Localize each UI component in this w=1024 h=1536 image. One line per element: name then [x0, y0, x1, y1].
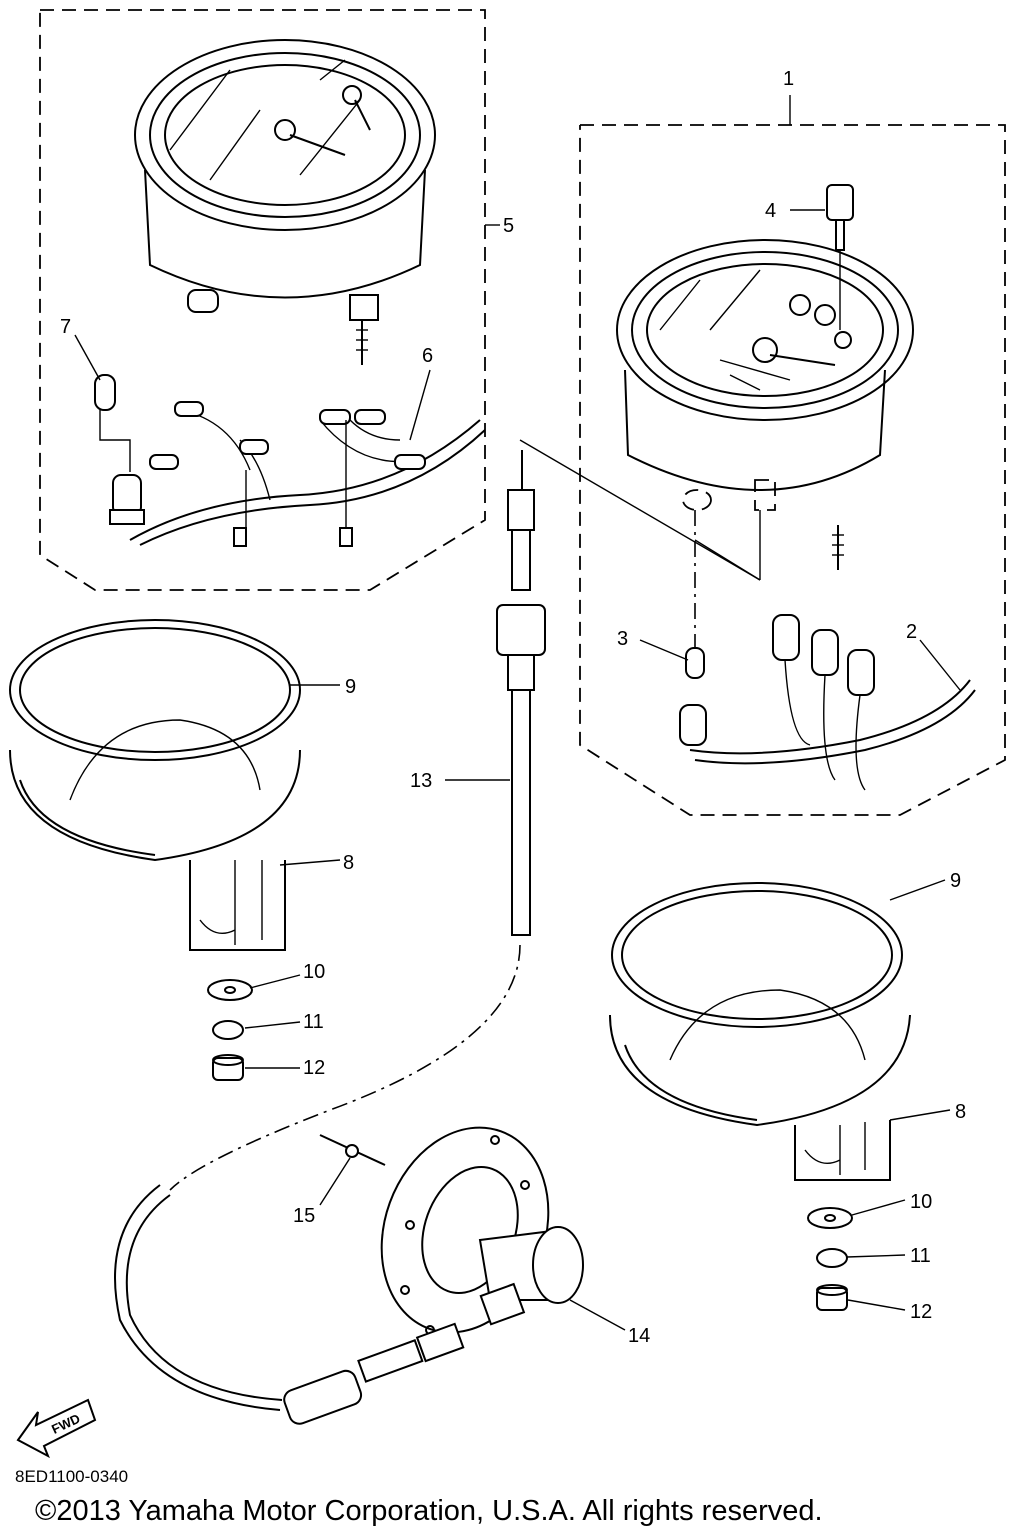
callout-2: 2 — [906, 621, 917, 643]
callouts: 1 2 3 4 5 6 7 8 9 10 11 12 13 14 15 9 8 … — [60, 68, 966, 1347]
wire-harness-right — [519, 439, 976, 791]
callout-10-right: 10 — [910, 1191, 932, 1213]
copyright-notice: ©2013 Yamaha Motor Corporation, U.S.A. A… — [35, 1495, 823, 1527]
meter-assembly-left — [134, 39, 436, 365]
meter-cable — [114, 450, 546, 1411]
callout-1: 1 — [783, 68, 794, 90]
drive-gear-unit — [283, 1126, 584, 1425]
callout-4: 4 — [765, 200, 776, 222]
callout-8-left: 8 — [343, 852, 354, 874]
part-code: 8ED1100-0340 — [15, 1467, 128, 1486]
wire-harness-left — [94, 374, 486, 547]
meter-bracket-right — [609, 882, 911, 1311]
callout-9-left: 9 — [345, 676, 356, 698]
callout-10-left: 10 — [303, 961, 325, 983]
assembly-boundary-1 — [579, 95, 1006, 816]
meter-assembly-right — [616, 184, 914, 570]
callout-11-left: 11 — [303, 1011, 324, 1033]
callout-12-left: 12 — [303, 1057, 325, 1079]
callout-12-right: 12 — [910, 1301, 932, 1323]
callout-13: 13 — [410, 770, 432, 792]
callout-5: 5 — [503, 215, 514, 237]
meter-bracket-left — [9, 619, 301, 1081]
callout-8-right: 8 — [955, 1101, 966, 1123]
callout-14: 14 — [628, 1325, 650, 1347]
assembly-boundary-5 — [39, 9, 486, 591]
callout-7: 7 — [60, 316, 71, 338]
callout-3: 3 — [617, 628, 628, 650]
leader-lines — [74, 209, 961, 1331]
callout-15: 15 — [293, 1205, 315, 1227]
callout-11-right: 11 — [910, 1245, 931, 1267]
forward-arrow-icon: FWD — [16, 1398, 97, 1459]
callout-6: 6 — [422, 345, 433, 367]
callout-9-right: 9 — [950, 870, 961, 892]
